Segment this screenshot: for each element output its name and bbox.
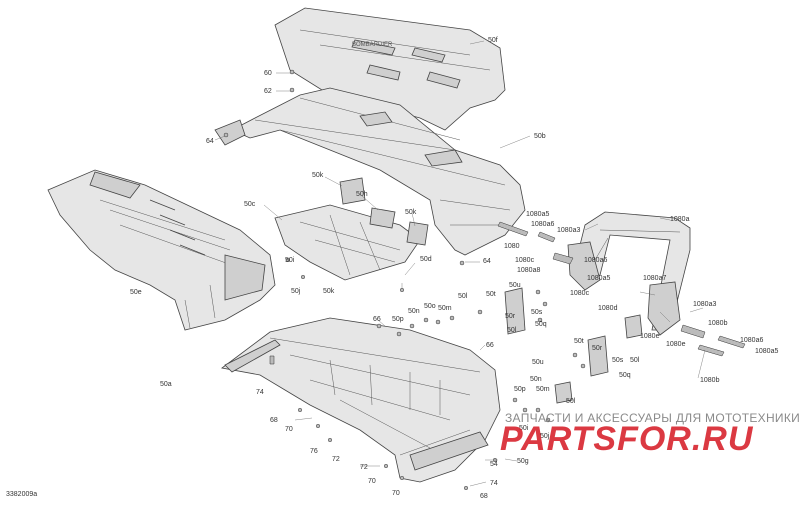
- callout-1080a8: 1080a8: [517, 267, 540, 274]
- rear-rack-50b: [214, 87, 526, 256]
- callout-60: 60: [264, 70, 272, 77]
- callout-74-b: 74: [490, 480, 498, 487]
- callout-50i: 50i: [285, 257, 295, 264]
- callout-50e: 50e: [130, 289, 142, 296]
- callout-50l-d: 50l: [566, 398, 576, 405]
- callout-50o: 50o: [424, 303, 436, 310]
- svg-text:BOMBARDIER: BOMBARDIER: [352, 42, 393, 48]
- callout-50j-b: 50j: [540, 433, 550, 440]
- callout-50k-b: 50k: [405, 209, 417, 216]
- callout-66-b: 66: [486, 342, 494, 349]
- callout-68: 68: [270, 417, 278, 424]
- callout-50g: 50g: [517, 458, 529, 465]
- callout-70-b: 70: [368, 478, 376, 485]
- callout-70: 70: [285, 426, 293, 433]
- callout-50b: 50b: [534, 133, 546, 140]
- callout-50f: 50f: [488, 37, 498, 44]
- callout-50r: 50r: [505, 313, 516, 320]
- callout-50r-b: 50r: [592, 345, 603, 352]
- callout-labels: 50f 60 62 64 50b 50k 50h 50c 50k 1080a5 …: [130, 37, 778, 500]
- callout-54: 54: [490, 461, 498, 468]
- callout-64-b: 64: [483, 258, 491, 265]
- callout-1080a6: 1080a6: [531, 221, 554, 228]
- callout-1080a3: 1080a3: [557, 227, 580, 234]
- callout-72-b: 72: [360, 464, 368, 471]
- callout-50p: 50p: [392, 316, 404, 323]
- callout-50a: 50a: [160, 381, 172, 388]
- callout-1080a: 1080a: [670, 216, 690, 223]
- callout-50m-b: 50m: [536, 386, 550, 393]
- callout-1080a6-handle: 1080a6: [584, 257, 607, 264]
- callout-1080: 1080: [504, 243, 520, 250]
- callout-50k-mid: 50k: [323, 288, 335, 295]
- callout-1080a5-right: 1080a5: [755, 348, 778, 355]
- callout-50l: 50l: [458, 293, 468, 300]
- callout-50i-b: 50i: [519, 425, 529, 432]
- diagram-reference-code: 3382009a: [6, 491, 38, 498]
- callout-1080c: 1080c: [515, 257, 535, 264]
- callout-50s-b: 50s: [612, 357, 624, 364]
- callout-1080a3-right: 1080a3: [693, 301, 716, 308]
- watermark-tagline: ЗАПЧАСТИ И АКСЕССУАРЫ ДЛЯ МОТОТЕХНИКИ: [505, 411, 800, 425]
- callout-74: 74: [256, 389, 264, 396]
- callout-70-c: 70: [392, 490, 400, 497]
- callout-1080b-lower: 1080b: [700, 377, 720, 384]
- callout-50t-b: 50t: [574, 338, 584, 345]
- callout-72: 72: [332, 456, 340, 463]
- callout-62: 62: [264, 88, 272, 95]
- callout-1080a7: 1080a7: [643, 275, 666, 282]
- callout-1080a5: 1080a5: [526, 211, 549, 218]
- callout-66: 66: [373, 316, 381, 323]
- callout-50l-b: 50l: [507, 327, 517, 334]
- callout-50t: 50t: [486, 291, 496, 298]
- callout-50l-c: 50l: [630, 357, 640, 364]
- callout-50m: 50m: [438, 305, 452, 312]
- callout-1080a6-right: 1080a6: [740, 337, 763, 344]
- callout-76: 76: [310, 448, 318, 455]
- grab-handle-1080: [567, 211, 691, 336]
- callout-68-b: 68: [480, 493, 488, 500]
- fasteners: [223, 69, 746, 491]
- support-bracket-50c: [274, 177, 429, 281]
- callout-50j: 50j: [291, 288, 301, 295]
- callout-64: 64: [206, 138, 214, 145]
- lower-rear-50a: [221, 317, 501, 483]
- callout-50d: 50d: [420, 256, 432, 263]
- callout-1080e: 1080e: [666, 341, 686, 348]
- callout-1080a7-left: 1080a5: [587, 275, 610, 282]
- watermark-site-logo[interactable]: PARTSFOR.RU: [500, 420, 754, 458]
- callout-50n: 50n: [408, 308, 420, 315]
- callout-50s: 50s: [531, 309, 543, 316]
- callout-50u-b: 50u: [532, 359, 544, 366]
- callout-50q: 50q: [535, 321, 547, 328]
- callout-50c: 50c: [244, 201, 256, 208]
- leader-lines: [214, 40, 706, 487]
- callout-50q-b: 50q: [619, 372, 631, 379]
- callout-50n-b: 50n: [530, 376, 542, 383]
- callout-50p-b: 50p: [514, 386, 526, 393]
- callout-1080c-right: 1080e: [640, 333, 660, 340]
- callout-50k: 50k: [312, 172, 324, 179]
- callout-1080c-lower: 1080c: [570, 290, 590, 297]
- callout-1080b: 1080b: [708, 320, 728, 327]
- callout-1080d: 1080d: [598, 305, 618, 312]
- callout-50u: 50u: [509, 282, 521, 289]
- callout-50h: 50h: [356, 191, 368, 198]
- side-panel-50e: [47, 169, 276, 331]
- hardware-brackets: [504, 287, 643, 404]
